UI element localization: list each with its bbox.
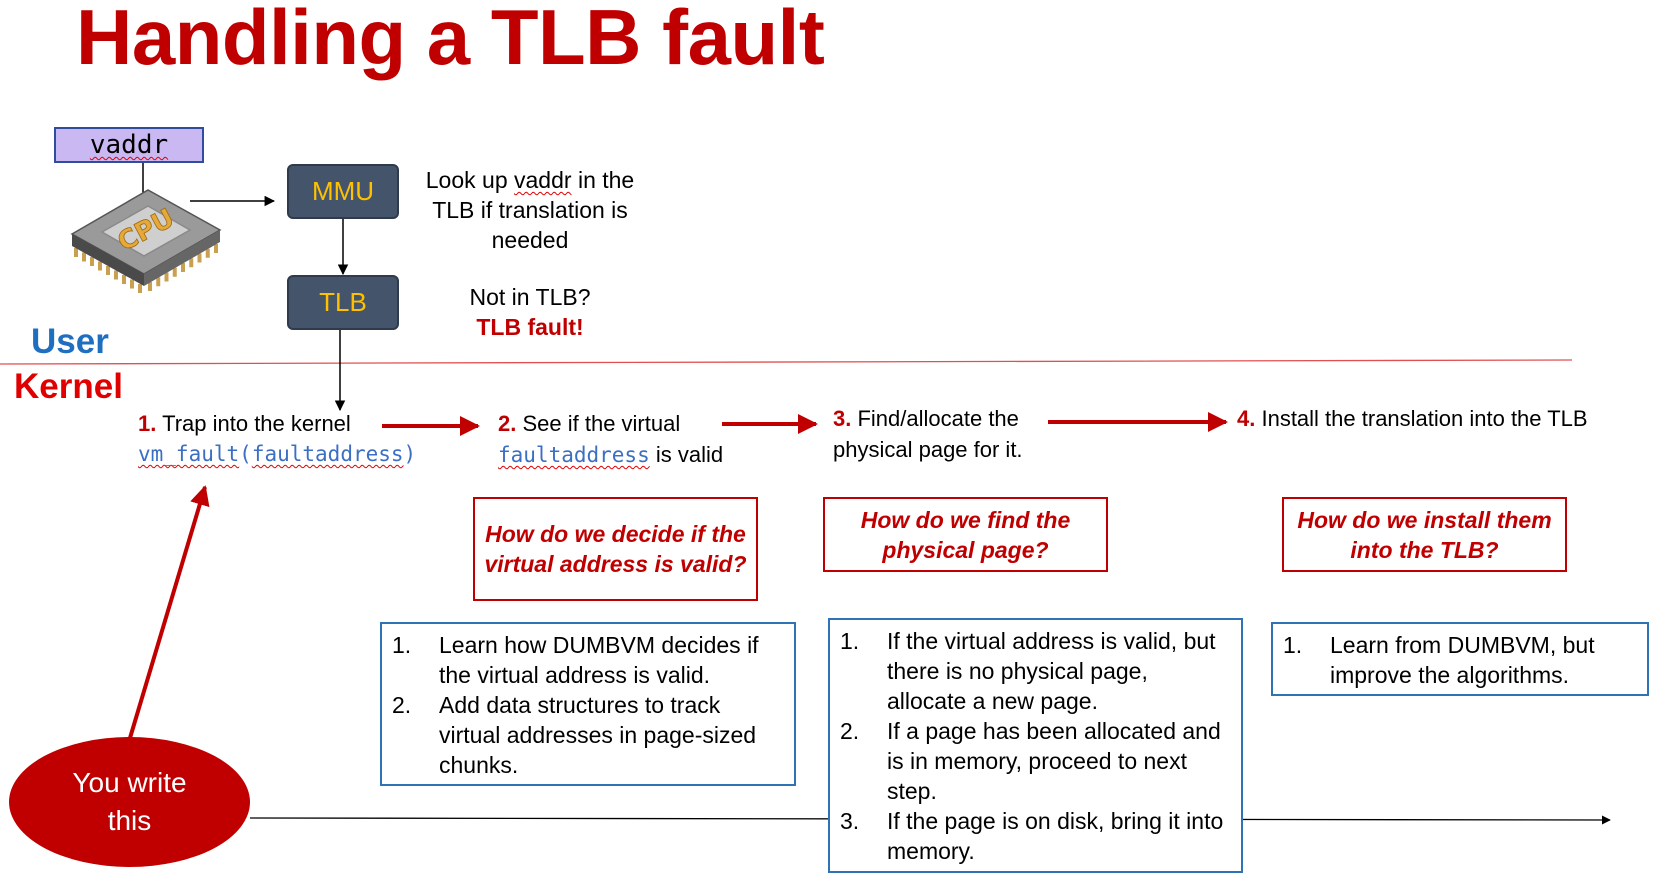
chip-pin (214, 244, 218, 253)
list-item: 2.Add data structures to track virtual a… (392, 692, 757, 778)
step-2-text: See if the virtual (516, 411, 681, 436)
user-label: User (31, 322, 109, 361)
list-item: 1.If the virtual address is valid, but t… (840, 628, 1216, 714)
answer-box-install: 1.Learn from DUMBVM, but improve the alg… (1271, 622, 1649, 696)
list-item: 1.Learn from DUMBVM, but improve the alg… (1283, 632, 1595, 688)
chip-pin (148, 282, 152, 291)
user-kernel-divider (0, 359, 1573, 365)
vaddr-label: vaddr (89, 130, 169, 160)
step-1-code-fn: vm_fault (138, 442, 240, 466)
step-4-number: 4. (1237, 406, 1256, 431)
step-1-number: 1. (138, 411, 157, 436)
arrow-you-write-pointer (128, 485, 210, 739)
chip-pin (122, 275, 126, 284)
chip-pin (164, 272, 169, 282)
chip-pin (114, 270, 118, 280)
vaddr-box: vaddr (54, 127, 204, 163)
step-1: 1. Trap into the kernel vm_fault(faultad… (138, 411, 417, 466)
step-4: 4. Install the translation into the TLB (1237, 403, 1588, 434)
step-3: 3. Find/allocate the physical page for i… (833, 403, 1023, 465)
chip-pin (189, 258, 194, 268)
chip-pin (172, 267, 177, 277)
slide-title: Handling a TLB fault (76, 0, 825, 81)
lookup-note-vaddr: vaddr (514, 167, 572, 193)
chip-pin (138, 284, 142, 293)
answer-box-valid: 1.Learn how DUMBVM decides if the virtua… (380, 622, 796, 786)
list-item: 1.Learn how DUMBVM decides if the virtua… (392, 632, 759, 688)
question-box-valid: How do we decide if the virtual address … (473, 497, 758, 601)
chip-pin (74, 248, 78, 257)
chip-pin (156, 277, 161, 287)
step-1-text: Trap into the kernel (156, 411, 351, 436)
chip-pin (90, 257, 94, 266)
you-write-this-bubble: You write this (9, 737, 250, 867)
step-2-number: 2. (498, 411, 517, 436)
chip-pin (82, 252, 86, 262)
tlb-fault-text: TLB fault! (476, 314, 584, 340)
step-3-line2: physical page for it. (833, 437, 1023, 462)
chip-pin (98, 261, 102, 271)
list-item: 2.If a page has been allocated and is in… (840, 718, 1221, 804)
not-in-tlb-text: Not in TLB? (469, 284, 591, 310)
step-2: 2. See if the virtual faultaddress is va… (498, 408, 723, 471)
chip-pin (106, 266, 110, 275)
step-3-number: 3. (833, 406, 852, 431)
lookup-note: Look up vaddr in the TLB if translation … (425, 167, 635, 253)
tlb-box: TLB (287, 275, 399, 330)
list-item: 3.If the page is on disk, bring it into … (840, 808, 1224, 864)
chip-pin (205, 248, 210, 258)
question-box-install: How do we install them into the TLB? (1282, 497, 1567, 572)
question-box-physical-page: How do we find the physical page? (823, 497, 1108, 572)
step-2-suffix: is valid (649, 442, 724, 467)
step-4-text: Install the translation into the TLB (1255, 406, 1588, 431)
mmu-box: MMU (287, 164, 399, 219)
chip-pin (181, 263, 185, 272)
step-3-text: Find/allocate the (851, 406, 1019, 431)
not-in-tlb-note: Not in TLB? TLB fault! (430, 282, 630, 342)
step-2-code: faultaddress (498, 443, 650, 467)
step-1-code-arg: faultaddress (251, 442, 404, 466)
answer-box-physical-page: 1.If the virtual address is valid, but t… (828, 618, 1243, 873)
chip-pin (130, 279, 134, 289)
chip-pin (197, 253, 202, 263)
cpu-chip-icon: CPU (70, 189, 222, 293)
kernel-label: Kernel (14, 367, 123, 406)
